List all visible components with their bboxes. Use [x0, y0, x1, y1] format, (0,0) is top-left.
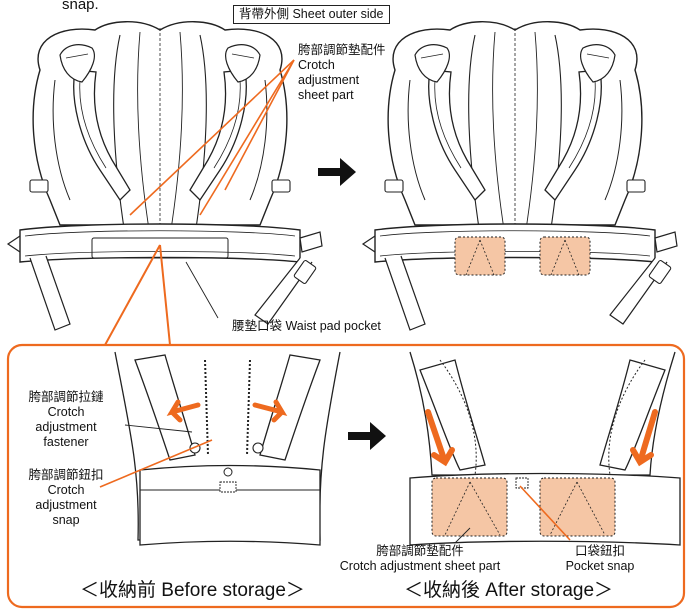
zoom-lines — [105, 245, 170, 345]
intro-fragment: snap. — [62, 0, 99, 12]
stored-sheet-left — [455, 237, 505, 275]
label-crotch-fastener: 胯部調節拉鏈 Crotch adjustment fastener — [10, 390, 122, 450]
label-crotch-snap: 胯部調節鈕扣 Crotch adjustment snap — [10, 468, 122, 528]
carrier-before — [8, 22, 322, 330]
caption-after: ＜收納後 After storage＞ — [404, 580, 613, 602]
carrier-after — [363, 22, 677, 330]
right-arrow-icon — [348, 422, 386, 450]
right-arrow-icon — [318, 158, 356, 186]
label-crotch-sheet-part-bottom: 胯部調節墊配件 Crotch adjustment sheet part — [300, 544, 540, 574]
detail-after — [410, 352, 680, 545]
label-crotch-sheet-part-top: 胯部調節墊配件 Crotch adjustment sheet part — [298, 43, 386, 103]
label-waist-pad-pocket: 腰墊口袋 Waist pad pocket — [232, 319, 381, 334]
label-pocket-snap: 口袋鈕扣 Pocket snap — [545, 544, 655, 574]
detail-before — [100, 352, 340, 545]
diagram-title: 背帶外側 Sheet outer side — [233, 5, 390, 24]
caption-before: ＜收納前 Before storage＞ — [80, 580, 305, 602]
stored-sheet-right — [540, 237, 590, 275]
